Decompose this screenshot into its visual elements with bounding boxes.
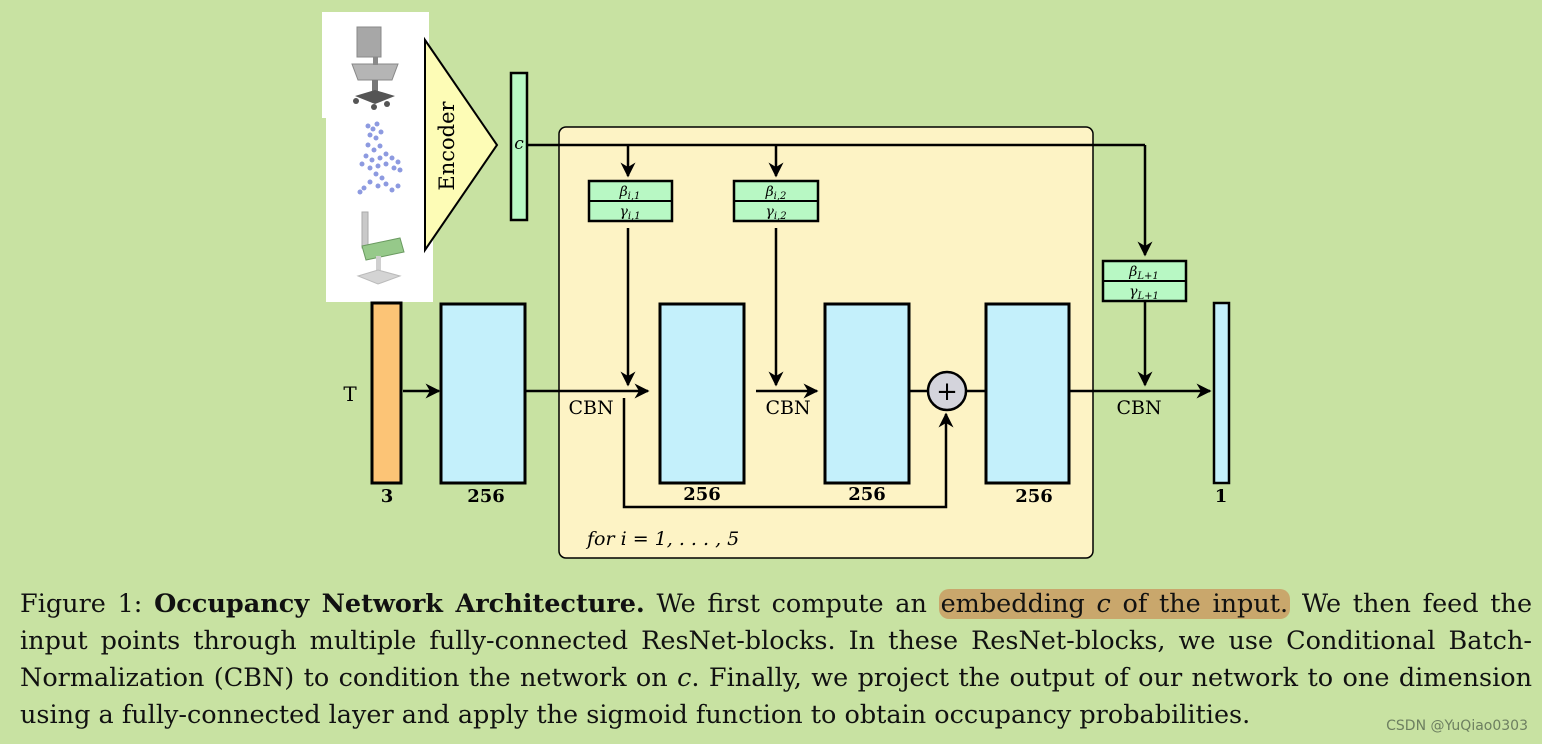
fc-layer-last <box>984 302 1071 485</box>
size-label-resnet-b: 256 <box>848 484 886 505</box>
size-label-resnet-a: 256 <box>683 484 721 505</box>
chair-surface-image <box>356 211 405 285</box>
cbn-final-gamma: γL+1 <box>1129 284 1159 302</box>
loop-label: for i = 1, . . . , 5 <box>585 528 739 550</box>
caption-var-c: c <box>677 663 692 693</box>
embedding-label: c <box>514 134 524 154</box>
sum-symbol: + <box>936 377 958 407</box>
cbn-1-gamma: γi,1 <box>619 204 640 222</box>
caption-text-3: . Finally, we project the output of our … <box>20 663 1533 730</box>
resnet-fc-layer-a <box>658 302 746 485</box>
cbn-label-3: CBN <box>1116 397 1161 419</box>
cbn-2-beta: βi,2 <box>765 184 787 202</box>
input-points-layer <box>370 301 403 485</box>
size-label-fc-last: 256 <box>1015 486 1053 507</box>
resnet-fc-layer-b <box>823 302 911 485</box>
cbn-1-beta: βi,1 <box>619 184 641 202</box>
chair-mesh-image <box>351 26 399 110</box>
input-label: T <box>343 382 357 406</box>
architecture-diagram: Encoder c βi,1 γi,1 βi,2 γi,2 βL+1 γL+1 <box>322 12 1231 559</box>
size-label-input: 3 <box>381 486 394 507</box>
output-layer <box>1212 301 1231 485</box>
watermark: CSDN @YuQiao0303 <box>1386 718 1528 734</box>
cbn-block-1: βi,1 γi,1 <box>587 179 674 223</box>
embedding-connections <box>527 143 1153 257</box>
embedding-vector: c <box>509 71 529 222</box>
fc-layer-first <box>439 302 527 485</box>
residual-sum-node: + <box>926 370 968 412</box>
cbn-injection-arrows <box>620 228 1153 387</box>
cbn-label-2: CBN <box>765 397 810 419</box>
caption-text-2: We then feed the input points through mu… <box>20 589 1533 693</box>
caption-text-1: We first compute an <box>644 589 939 619</box>
cbn-2-gamma: γi,2 <box>765 204 786 222</box>
input-samples-panel <box>322 12 433 302</box>
cbn-final-beta: βL+1 <box>1128 264 1158 282</box>
encoder-block: Encoder <box>424 36 499 254</box>
encoder-label: Encoder <box>435 100 459 190</box>
figure-title: Occupancy Network Architecture. <box>154 589 645 619</box>
cbn-block-final: βL+1 γL+1 <box>1101 259 1188 303</box>
figure-caption: Figure 1: Occupancy Network Architecture… <box>20 586 1532 734</box>
highlight-var: c <box>1096 589 1111 619</box>
highlight-text-2: of the input. <box>1110 589 1289 619</box>
main-flow-arrows <box>403 383 1212 509</box>
size-label-fc-first: 256 <box>467 486 505 507</box>
size-label-output: 1 <box>1215 486 1228 507</box>
figure-number: Figure 1: <box>20 589 155 619</box>
cbn-label-1: CBN <box>568 397 613 419</box>
cbn-block-2: βi,2 γi,2 <box>732 179 820 223</box>
highlight-text-1: embedding <box>940 589 1097 619</box>
point-cloud-image <box>357 121 403 195</box>
caption-highlight: embedding c of the input. <box>938 589 1291 619</box>
